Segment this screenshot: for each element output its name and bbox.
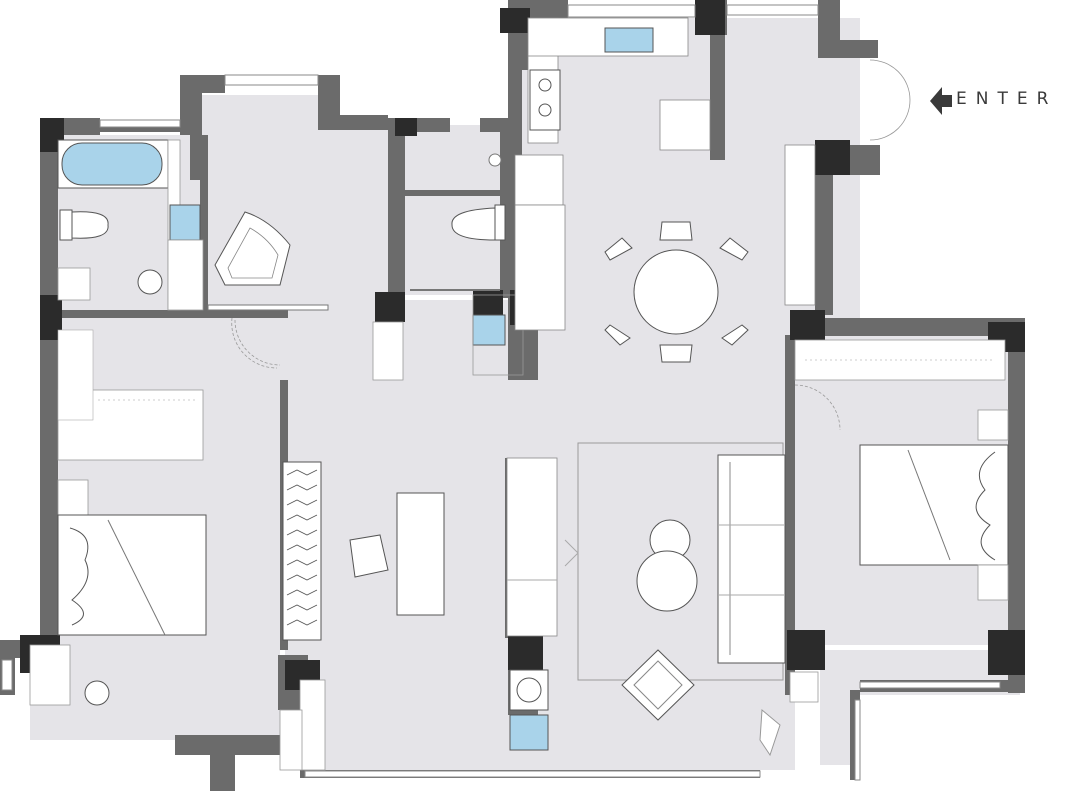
coffee-table <box>636 550 698 612</box>
bathroom-1 <box>57 139 204 311</box>
toilet <box>451 204 506 241</box>
chair <box>659 344 693 363</box>
chair <box>604 324 631 346</box>
lounge-chair <box>214 211 291 286</box>
entry-door <box>869 59 911 141</box>
toilet <box>59 209 109 241</box>
armchair <box>621 649 695 721</box>
dining-area <box>604 221 749 363</box>
bedroom-1 <box>29 319 281 706</box>
round-stool <box>84 680 110 706</box>
kitchen <box>514 17 816 331</box>
round-stool <box>137 269 163 295</box>
chair <box>719 237 749 261</box>
bathroom-2 <box>372 153 524 381</box>
study <box>279 461 445 771</box>
chair <box>721 324 749 346</box>
windows <box>1 4 1001 781</box>
laundry-balcony <box>509 669 819 751</box>
entrance-label: ENTER <box>956 89 1058 109</box>
double-bed <box>859 444 1009 566</box>
bookshelf <box>282 461 322 641</box>
chair <box>349 534 389 578</box>
tv-cabinet <box>506 457 558 637</box>
round-table <box>633 249 719 335</box>
bathtub-basin <box>61 142 163 186</box>
chair <box>604 237 633 261</box>
living-room <box>506 442 786 757</box>
lounge-room <box>207 211 329 369</box>
sink <box>472 314 506 346</box>
cooktop <box>529 69 561 131</box>
bedroom-2 <box>794 339 1009 601</box>
sink <box>509 714 549 751</box>
desk <box>396 492 445 616</box>
washing-machine <box>509 669 549 711</box>
left-arrow-icon <box>930 87 952 115</box>
sink <box>169 204 201 241</box>
pillows <box>975 451 996 561</box>
chair <box>659 221 693 241</box>
sofa <box>717 454 786 664</box>
sink <box>604 27 654 53</box>
pillows <box>69 527 89 626</box>
